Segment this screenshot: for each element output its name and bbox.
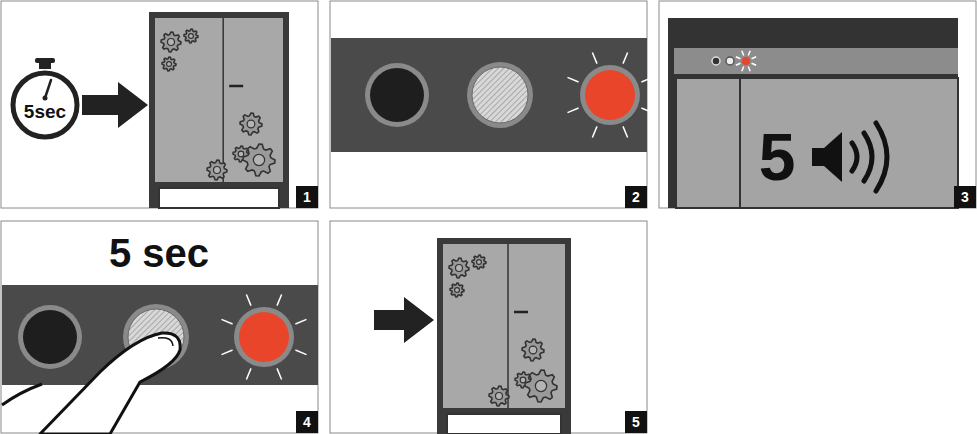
blink-rays — [568, 53, 653, 138]
step-number: 3 — [954, 186, 976, 208]
gear-symbol — [162, 57, 176, 71]
gear-symbol — [522, 339, 544, 361]
gear-hub — [189, 34, 194, 39]
step-number: 1 — [296, 186, 318, 208]
gear-hub — [168, 39, 175, 46]
gear-symbol — [450, 283, 464, 297]
panel-five-art — [374, 297, 434, 343]
step-number: 2 — [625, 186, 647, 208]
step-number-boxes — [296, 186, 976, 433]
beep-count: 5 — [748, 118, 806, 196]
gear-hub — [535, 380, 546, 391]
gear-hub — [477, 260, 482, 265]
gear-hub — [214, 167, 221, 174]
blink-rays — [736, 51, 756, 71]
panel-one-art — [13, 58, 148, 137]
gear-hub — [496, 393, 503, 400]
gear-hub — [253, 154, 264, 165]
hold-duration: 5 sec — [59, 228, 259, 278]
gear-hub — [520, 377, 526, 383]
gear-symbol — [449, 258, 469, 278]
cabinet-drawing — [149, 12, 289, 208]
gear-symbol — [243, 144, 275, 176]
panel-two-art — [331, 38, 647, 152]
panel-four-art — [2, 285, 318, 434]
gear-symbol — [240, 113, 262, 135]
blink-rays — [222, 295, 307, 380]
gear-hub — [455, 288, 460, 293]
step-number: 4 — [296, 411, 318, 433]
gear-symbol — [525, 370, 557, 402]
gear-hub — [456, 265, 463, 272]
gear-hub — [529, 346, 537, 354]
gear-hub — [247, 120, 255, 128]
panel-three-art — [668, 18, 958, 208]
gear-symbol — [161, 32, 181, 52]
cabinet-drawing — [437, 238, 571, 434]
gear-hub — [238, 151, 244, 157]
generated-art — [149, 12, 756, 434]
gear-symbol — [489, 386, 509, 406]
gear-symbol — [184, 29, 198, 43]
duration-label: 5sec — [15, 99, 75, 125]
gear-hub — [167, 62, 172, 67]
gear-symbol — [207, 160, 227, 180]
step-number: 5 — [625, 411, 647, 433]
gear-symbol — [472, 255, 486, 269]
